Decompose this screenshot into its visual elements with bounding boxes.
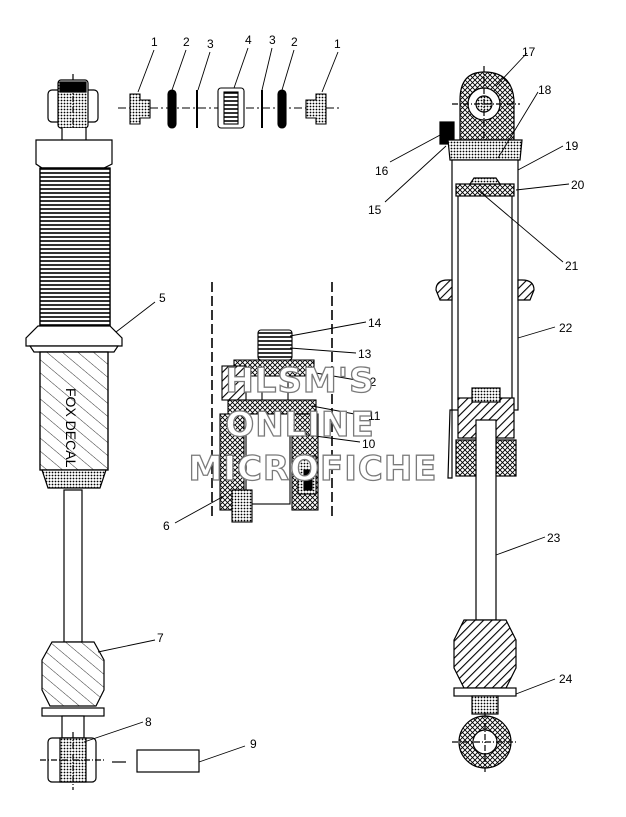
- upper-spring-seat: [35, 139, 113, 169]
- callout-p11: 11: [368, 409, 381, 423]
- callout-p10: 10: [362, 437, 376, 451]
- coil-spring: [39, 167, 111, 327]
- callout-p3a: 3: [207, 37, 214, 51]
- leader-lines: [83, 47, 570, 763]
- callout-p24: 24: [559, 672, 573, 686]
- callout-p17: 17: [522, 45, 536, 59]
- reservoir-bottom-eye: [452, 712, 518, 772]
- watermark-line1: HLSM'S: [225, 361, 374, 401]
- callout-p9: 9: [250, 737, 257, 751]
- spherical-bearing: [217, 87, 245, 129]
- piston-rod: [63, 489, 83, 643]
- bushing-sleeve: [136, 749, 200, 773]
- callout-p8: 8: [145, 715, 152, 729]
- watermark-line3: MICROFICHE: [188, 449, 437, 489]
- callout-p3b: 3: [269, 33, 276, 47]
- bump-stop: [41, 641, 105, 707]
- callout-p2a: 2: [183, 35, 190, 49]
- right-shock-cross-section: [435, 66, 535, 772]
- exploded-bushing-row: [118, 87, 340, 129]
- callout-p22: 22: [559, 321, 573, 335]
- damper-rod: [475, 419, 497, 621]
- callout-p1b: 1: [334, 37, 341, 51]
- shock-cylinder: [451, 159, 519, 411]
- rod-bump-stop: [453, 619, 517, 689]
- callout-p7: 7: [157, 631, 164, 645]
- bushing-left: [129, 93, 151, 125]
- callout-p14: 14: [368, 316, 382, 330]
- watermark: HLSM'S ONLINE MICROFICHE: [188, 360, 437, 489]
- callout-p2b: 2: [291, 35, 298, 49]
- bushing-right: [305, 93, 327, 125]
- shock-body: FOX DECAL: [39, 351, 109, 471]
- watermark-line2: ONLINE: [225, 405, 374, 445]
- callout-p16: 16: [375, 164, 389, 178]
- callout-p19: 19: [565, 139, 579, 153]
- callout-p20: 20: [571, 178, 585, 192]
- callout-p12: 12: [363, 375, 377, 389]
- bottom-eye-mount: [40, 715, 106, 790]
- callout-numbers: 1 2 3 4 3 2 1 5 6 7 8 9 10 11 12 13 14 1…: [145, 33, 585, 751]
- o-ring-left: [167, 89, 177, 129]
- callout-p18: 18: [538, 83, 552, 97]
- callout-p6: 6: [163, 519, 170, 533]
- callout-p15: 15: [368, 203, 382, 217]
- callout-p23: 23: [547, 531, 561, 545]
- decal-label: FOX DECAL: [63, 388, 79, 468]
- callout-p5: 5: [159, 291, 166, 305]
- callout-p4: 4: [245, 33, 252, 47]
- left-shock-assembly: FOX DECAL: [25, 74, 200, 790]
- callout-p1a: 1: [151, 35, 158, 49]
- reservoir-top-eye: [439, 66, 520, 145]
- callout-p13: 13: [358, 347, 372, 361]
- spring-retainer: [25, 325, 123, 347]
- o-ring-right: [277, 89, 287, 129]
- callout-p21: 21: [565, 259, 579, 273]
- piston-detail-view: [211, 282, 333, 523]
